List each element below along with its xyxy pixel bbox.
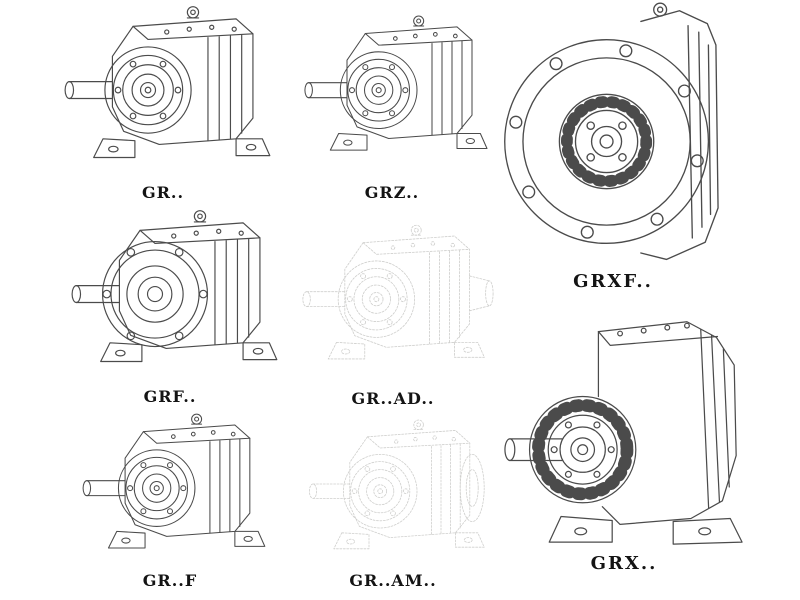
series-label-gram: GR..AM.. [349,571,437,590]
series-label-grad: GR..AD.. [351,389,435,408]
grad-adapter-gearbox-drawing [290,214,496,386]
catalog-cell-grx: GRX.. [500,306,748,574]
grz-gearbox-drawing [292,2,492,180]
series-label-grx: GRX.. [590,553,658,574]
catalog-cell-gram: GR..AM.. [290,416,496,590]
series-label-gr: GR.. [141,183,185,202]
catalog-cell-grz: GRZ.. [292,2,492,202]
series-label-grxf: GRXF.. [573,271,653,292]
catalog-cell-grad: GR..AD.. [290,214,496,408]
catalog-cell-grf: GRF.. [56,206,284,406]
catalog-cell-gr: GR.. [50,2,276,202]
series-label-grf: GRF.. [143,387,197,406]
series-label-grff: GR..F [142,571,198,590]
catalog-cell-grxf: GRXF.. [498,0,728,292]
grxf-flange-gearbox-drawing [498,0,728,268]
catalog-cell-grff: GR..F [56,410,284,590]
gram-motor-flange-gearbox-drawing [290,416,496,568]
grf-foot-gearbox-drawing [56,410,284,568]
gr-gearbox-drawing [50,2,276,180]
grx-gearbox-drawing [500,306,748,550]
grf-flange-gearbox-drawing [56,206,284,384]
series-label-grz: GRZ.. [364,183,420,202]
